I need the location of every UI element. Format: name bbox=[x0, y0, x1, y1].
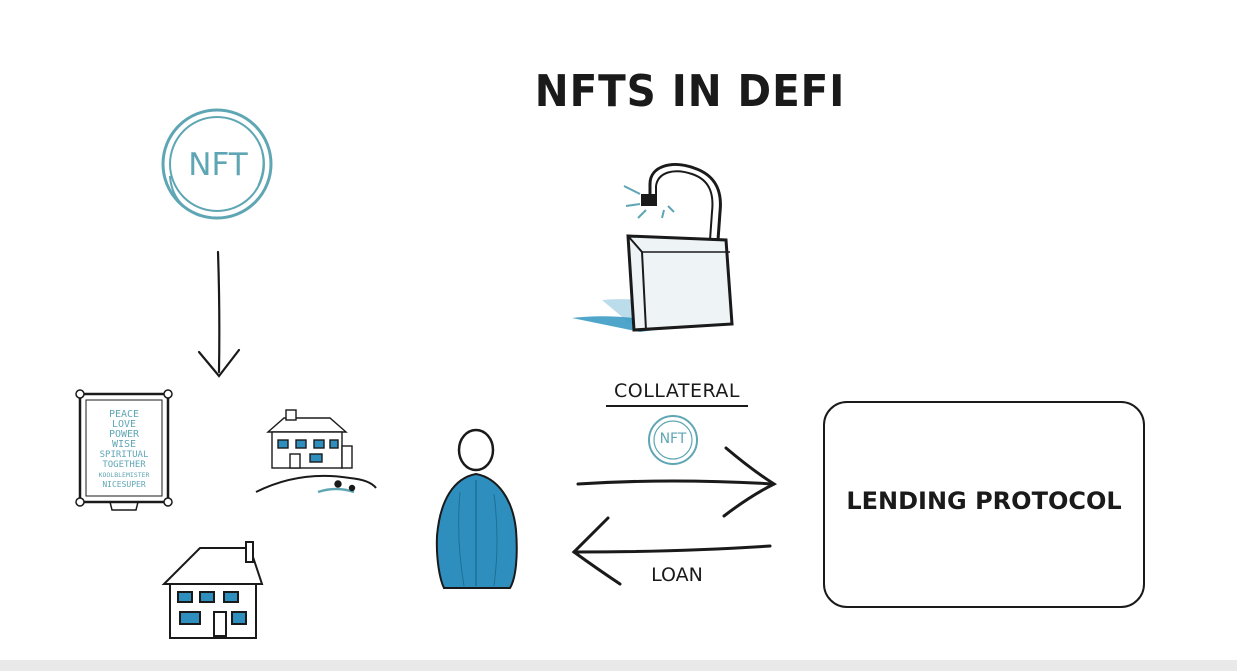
small-nft-coin-icon bbox=[648, 415, 698, 465]
house-icon bbox=[161, 541, 264, 639]
artwork-word: LOVE bbox=[111, 419, 137, 430]
artwork-word: SPIRITUAL bbox=[99, 450, 149, 460]
down-arrow-icon bbox=[197, 250, 241, 378]
left-arrow-icon bbox=[571, 516, 772, 586]
loan-label: LOAN bbox=[651, 564, 703, 586]
lending-protocol-box: LENDING PROTOCOL bbox=[823, 401, 1145, 608]
artwork-word: TOGETHER bbox=[102, 460, 146, 470]
artwork-word: NICESUPER bbox=[102, 480, 146, 489]
framed-artwork-icon bbox=[75, 389, 173, 511]
artwork-word: WISE bbox=[111, 439, 137, 450]
house-on-hill-icon bbox=[255, 409, 377, 494]
page-title: NFTS IN DEFI bbox=[534, 66, 846, 117]
nft-coin-label: NFT bbox=[188, 147, 248, 183]
collateral-coin-label: NFT bbox=[659, 431, 687, 447]
artwork-word: PEACE bbox=[108, 409, 140, 420]
padlock-open-icon bbox=[572, 163, 734, 332]
artwork-word: KOOLBLEMISTER bbox=[98, 471, 150, 479]
right-arrow-icon bbox=[576, 446, 778, 518]
person-icon bbox=[435, 428, 518, 589]
nft-coin-icon bbox=[161, 108, 273, 220]
collateral-label: COLLATERAL bbox=[614, 380, 740, 402]
footer-bar bbox=[0, 660, 1237, 671]
lending-protocol-label: LENDING PROTOCOL bbox=[846, 487, 1122, 515]
artwork-word: POWER bbox=[108, 429, 140, 440]
